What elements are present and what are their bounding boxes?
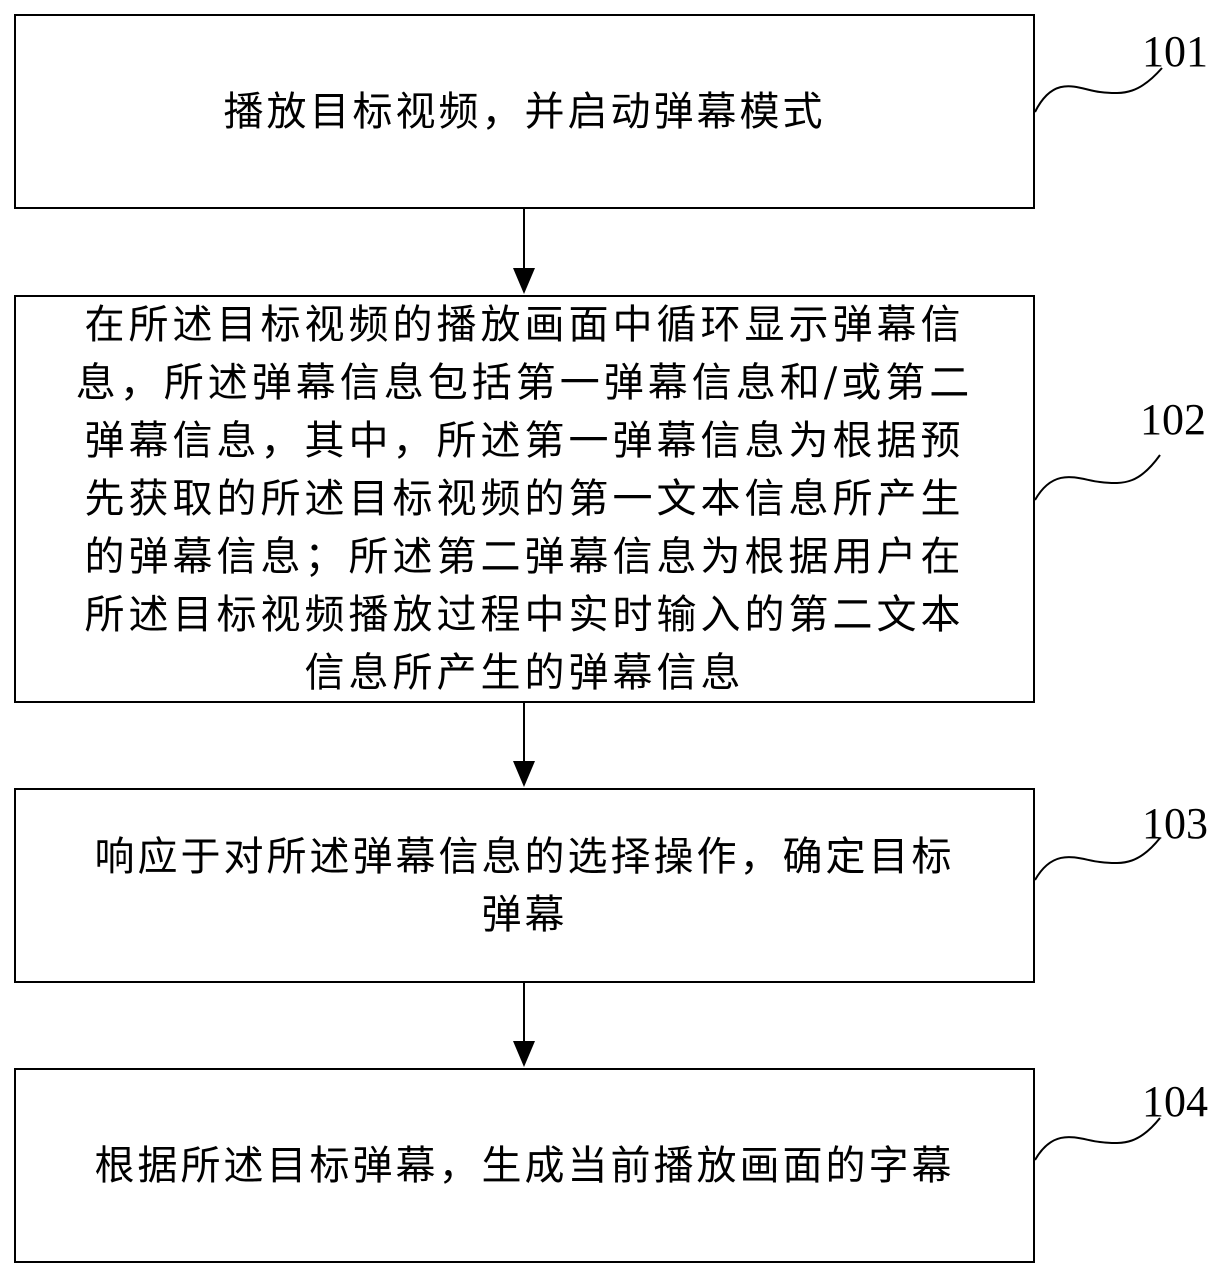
step-102-text: 在所述目标视频的播放画面中循环显示弹幕信 息，所述弹幕信息包括第一弹幕信息和/或… bbox=[76, 296, 973, 702]
step-101-box: 播放目标视频，并启动弹幕模式 bbox=[14, 14, 1035, 209]
step-103-label: 103 bbox=[1142, 799, 1208, 848]
step-102-box: 在所述目标视频的播放画面中循环显示弹幕信 息，所述弹幕信息包括第一弹幕信息和/或… bbox=[14, 295, 1035, 703]
step-104-label: 104 bbox=[1142, 1077, 1208, 1126]
flow-arrow-103-to-104 bbox=[513, 983, 535, 1067]
step-103-box: 响应于对所述弹幕信息的选择操作，确定目标 弹幕 bbox=[14, 788, 1035, 983]
flow-arrow-101-to-102 bbox=[513, 209, 535, 294]
step-104-text: 根据所述目标弹幕，生成当前播放画面的字幕 bbox=[95, 1137, 955, 1195]
step-102-line-3: 弹幕信息，其中，所述第一弹幕信息为根据预 bbox=[84, 418, 965, 464]
flow-arrow-102-to-103 bbox=[513, 703, 535, 787]
step-103-line-1: 响应于对所述弹幕信息的选择操作，确定目标 bbox=[94, 833, 955, 880]
step-102-line-6: 所述目标视频播放过程中实时输入的第二文本 bbox=[84, 592, 965, 638]
leader-line-102 bbox=[1034, 454, 1161, 501]
step-102-line-2: 息，所述弹幕信息包括第一弹幕信息和/或第二 bbox=[75, 360, 974, 406]
step-101-label: 101 bbox=[1142, 27, 1208, 76]
step-102-label: 102 bbox=[1140, 395, 1206, 444]
step-101-text: 播放目标视频，并启动弹幕模式 bbox=[224, 83, 826, 141]
step-102-line-1: 在所述目标视频的播放画面中循环显示弹幕信 bbox=[84, 302, 965, 348]
step-102-line-7: 信息所产生的弹幕信息 bbox=[304, 650, 745, 696]
step-104-line-1: 根据所述目标弹幕，生成当前播放画面的字幕 bbox=[94, 1142, 955, 1189]
step-101-line-1: 播放目标视频，并启动弹幕模式 bbox=[223, 88, 826, 135]
step-102-line-5: 的弹幕信息；所述第二弹幕信息为根据用户在 bbox=[84, 534, 965, 580]
step-103-line-2: 弹幕 bbox=[481, 891, 568, 938]
step-102-line-4: 先获取的所述目标视频的第一文本信息所产生 bbox=[84, 476, 965, 522]
step-104-box: 根据所述目标弹幕，生成当前播放画面的字幕 bbox=[14, 1068, 1035, 1263]
step-103-text: 响应于对所述弹幕信息的选择操作，确定目标 弹幕 bbox=[95, 828, 955, 944]
